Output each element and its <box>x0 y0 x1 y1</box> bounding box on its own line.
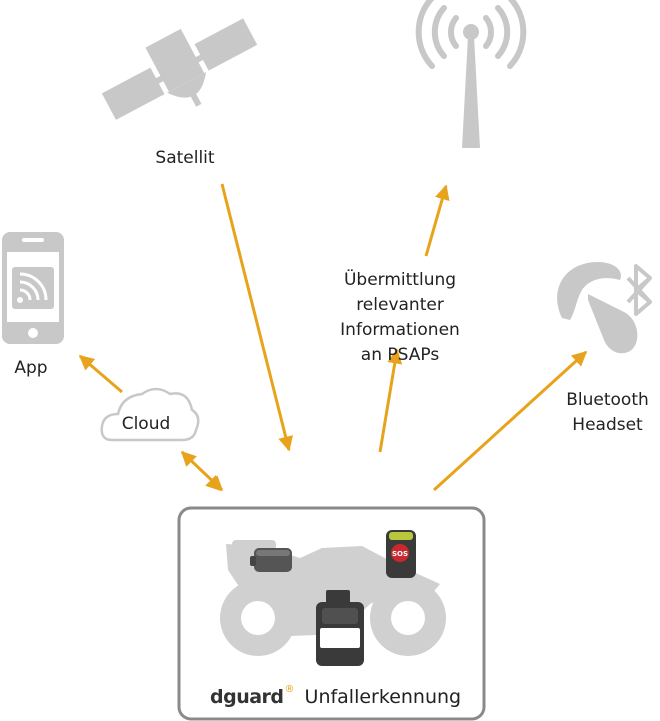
transfer-label-line-3: Informationen <box>340 320 460 340</box>
sos-button-icon <box>386 530 416 578</box>
satellite-label: Satellit <box>155 148 215 168</box>
brand-row: dguard ® Unfallerkennung <box>210 684 461 710</box>
sensor-module-icon <box>250 548 292 572</box>
headset-label-line-2: Headset <box>572 415 643 435</box>
arrow-cloud-to-app <box>78 354 123 394</box>
headset-label: Bluetooth Headset <box>555 388 660 438</box>
phone-icon <box>2 232 64 344</box>
bluetooth-headset-icon <box>557 262 652 354</box>
sos-label: SOS <box>392 550 408 558</box>
arrow-satellite-to-device <box>220 183 293 452</box>
dguard-logo: dguard <box>210 686 284 708</box>
headset-label-line-1: Bluetooth <box>566 390 649 410</box>
satellite-icon <box>101 18 258 120</box>
transfer-label-line-4: an PSAPs <box>360 345 440 365</box>
arrow-device-to-antenna <box>378 348 403 453</box>
tracker-device-icon <box>316 590 364 666</box>
transfer-label: Übermittlung relevanter Informationen an… <box>320 268 480 368</box>
cloud-label: Cloud <box>121 414 171 434</box>
transfer-label-line-2: relevanter <box>356 295 444 315</box>
transfer-label-line-1: Übermittlung <box>343 270 457 290</box>
cloud-icon <box>100 387 200 442</box>
antenna-icon <box>415 0 527 148</box>
arrow-device-to-headset <box>432 350 588 492</box>
arrow-cloud-to-device <box>180 450 224 492</box>
device-caption: Unfallerkennung <box>304 686 462 708</box>
brand-mark: ® <box>284 683 295 695</box>
app-label: App <box>14 358 48 378</box>
arrow-transfer-to-antenna <box>424 184 450 257</box>
